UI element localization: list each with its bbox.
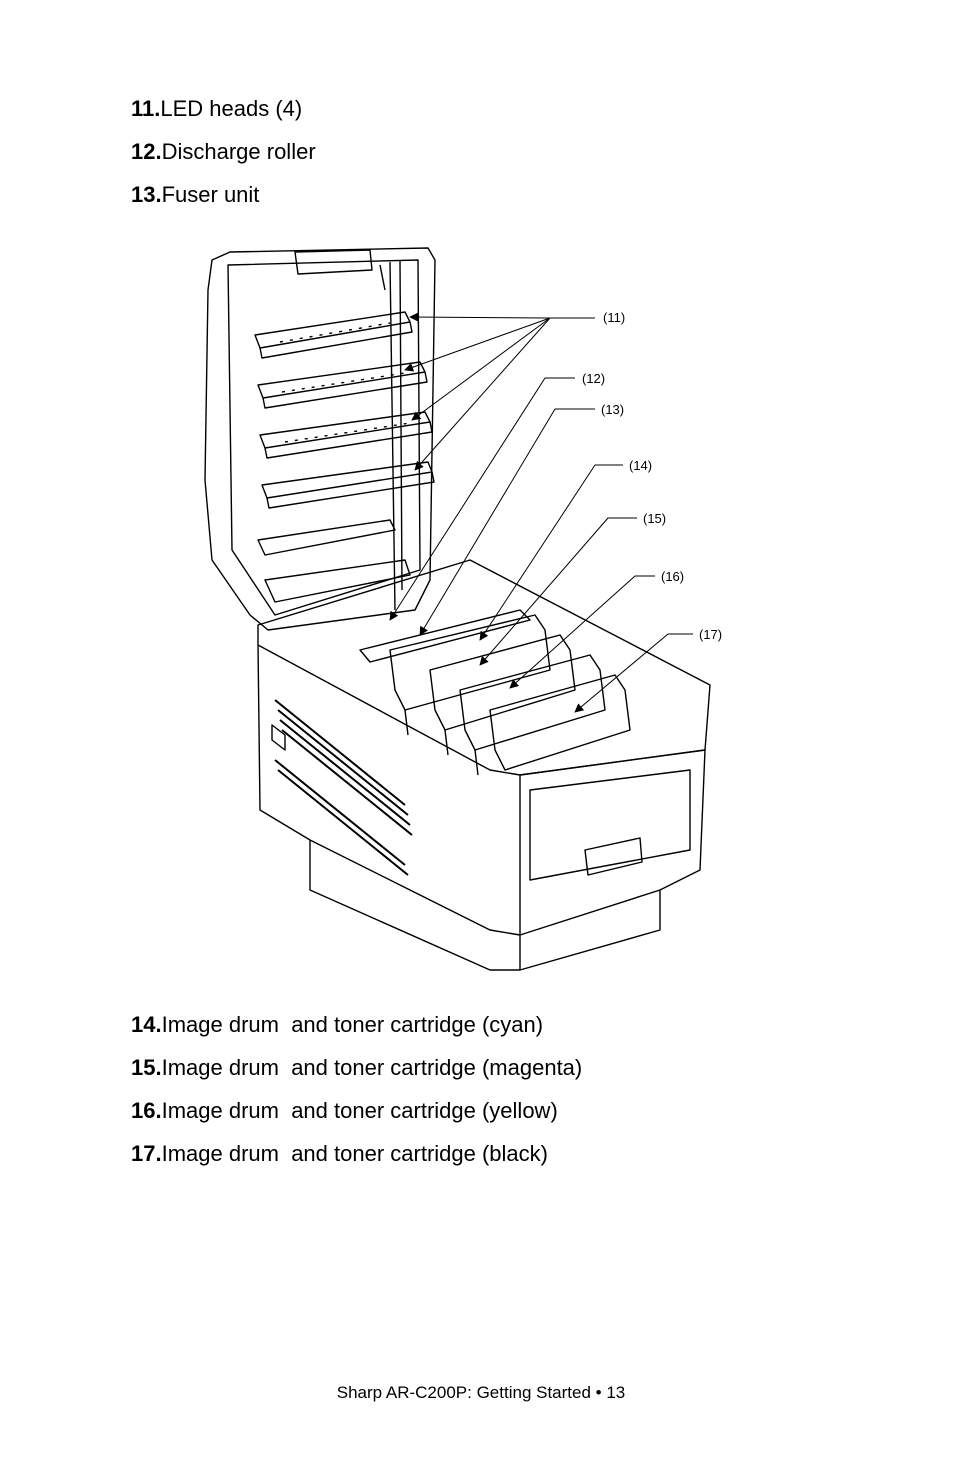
list-item: 12.Discharge roller [131, 130, 316, 173]
item-text: Fuser unit [161, 182, 260, 207]
item-number: 17. [131, 1141, 162, 1166]
item-text: Discharge roller [161, 139, 316, 164]
callout-15: (15) [643, 511, 666, 526]
printer-body [257, 559, 711, 971]
page-footer: Sharp AR-C200P: Getting Started • 13 [0, 1383, 954, 1403]
item-number: 12. [131, 139, 162, 164]
list-item: 13.Fuser unit [131, 173, 316, 216]
callout-11: (11) [603, 310, 625, 325]
callout-12: (12) [582, 371, 605, 386]
list-item: 17.Image drum and toner cartridge (black… [131, 1132, 582, 1175]
leader-lines [389, 312, 693, 713]
callout-14: (14) [629, 458, 652, 473]
led-head-bar [261, 461, 435, 509]
printer-lid [204, 247, 436, 631]
led-head-bar [259, 411, 433, 459]
led-head-bar [257, 361, 428, 409]
item-text: Image drum and toner cartridge (yellow) [161, 1098, 558, 1123]
list-item: 11.LED heads (4) [131, 87, 316, 130]
item-number: 14. [131, 1012, 162, 1037]
list-item: 16.Image drum and toner cartridge (yello… [131, 1089, 582, 1132]
item-number: 15. [131, 1055, 162, 1080]
item-number: 11. [131, 96, 161, 121]
footer-text: Sharp AR-C200P: Getting Started • 13 [336, 1383, 626, 1402]
list-item: 14.Image drum and toner cartridge (cyan) [131, 1003, 582, 1046]
list-item: 15.Image drum and toner cartridge (magen… [131, 1046, 582, 1089]
item-text: LED heads (4) [160, 96, 303, 121]
toner-cartridges [359, 609, 631, 776]
item-text: Image drum and toner cartridge (cyan) [161, 1012, 544, 1037]
callout-16: (16) [661, 569, 684, 584]
item-number: 13. [131, 182, 162, 207]
parts-list-bottom: 14.Image drum and toner cartridge (cyan)… [131, 1003, 582, 1175]
callout-13: (13) [601, 402, 624, 417]
item-text: Image drum and toner cartridge (magenta) [161, 1055, 583, 1080]
callout-17: (17) [699, 627, 722, 642]
item-text: Image drum and toner cartridge (black) [161, 1141, 548, 1166]
parts-list-top: 11.LED heads (4) 12.Discharge roller 13.… [131, 87, 316, 216]
item-number: 16. [131, 1098, 162, 1123]
printer-diagram: (11) (12) (13) (14) (15) (16) (17) [190, 230, 750, 975]
led-head-bar [254, 311, 413, 359]
